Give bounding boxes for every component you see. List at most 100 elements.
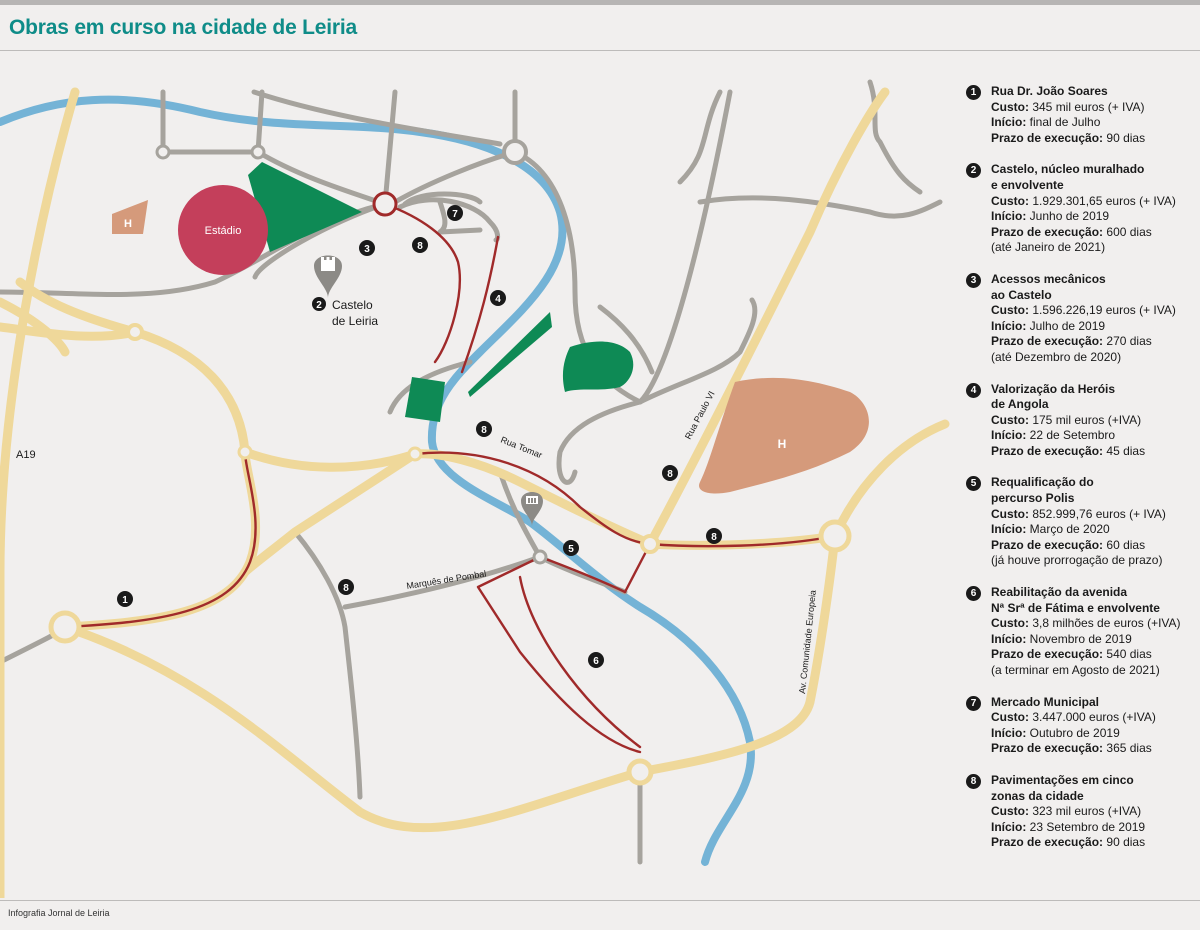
- legend-detail-value: final de Julho: [1026, 115, 1101, 130]
- legend-detail-row: Início: 22 de Setembro: [991, 428, 1196, 444]
- map-marker-7: 7: [447, 205, 463, 221]
- legend-detail-row: Custo: 1.596.226,19 euros (+ IVA): [991, 303, 1196, 319]
- map-marker-2: 2: [312, 297, 326, 311]
- legend-detail-value: Julho de 2019: [1026, 318, 1106, 333]
- legend-detail-row: Custo: 345 mil euros (+ IVA): [991, 100, 1196, 116]
- map-markers: 1 2 3 4 5 6 7 8 8 8 8 8: [117, 205, 722, 668]
- legend-detail-value: 22 de Setembro: [1026, 428, 1116, 443]
- legend-number-badge: 7: [966, 695, 981, 711]
- legend-detail-label: Prazo de execução:: [991, 647, 1104, 662]
- legend-detail-row: Custo: 1.929.301,65 euros (+ IVA): [991, 194, 1196, 210]
- svg-text:2: 2: [316, 300, 322, 311]
- castle-label-line1: Castelo: [332, 298, 373, 312]
- legend-detail-row: Prazo de execução: 365 dias: [991, 741, 1196, 757]
- legend-detail-label: Prazo de execução:: [991, 334, 1104, 349]
- legend-detail-value: 600 dias: [1103, 224, 1152, 239]
- legend-detail-label: Início:: [991, 209, 1027, 224]
- legend-detail-value: 3.447.000 euros (+IVA): [1029, 710, 1156, 725]
- stadium-label: Estádio: [205, 225, 242, 237]
- legend-detail-row: (a terminar em Agosto de 2021): [991, 663, 1196, 679]
- svg-text:3: 3: [364, 244, 370, 255]
- legend-detail-value: 345 mil euros (+ IVA): [1029, 99, 1145, 114]
- legend-item-title: Mercado Municipal: [991, 694, 1100, 709]
- legend-detail-row: (já houve prorrogação de prazo): [991, 553, 1196, 569]
- legend-detail-label: Prazo de execução:: [991, 835, 1104, 850]
- svg-text:4: 4: [495, 294, 501, 305]
- legend-detail-value: 23 Setembro de 2019: [1026, 819, 1146, 834]
- legend-item-title: Rua Dr. João Soares: [991, 84, 1108, 98]
- map-marker-8d: 8: [706, 528, 722, 544]
- castle-pin-icon: [314, 255, 342, 298]
- map-marker-5: 5: [563, 540, 579, 556]
- legend-detail-value: Março de 2020: [1026, 522, 1110, 537]
- legend-detail-row: Prazo de execução: 45 dias: [991, 444, 1196, 460]
- legend-detail-label: Custo:: [991, 506, 1029, 521]
- legend-detail-value: 3,8 milhões de euros (+IVA): [1029, 616, 1181, 631]
- legend-detail-value: (já houve prorrogação de prazo): [991, 553, 1163, 568]
- legend-detail-label: Prazo de execução:: [991, 443, 1104, 458]
- legend-detail-row: Início: Novembro de 2019: [991, 632, 1196, 648]
- river: [0, 95, 755, 866]
- legend-detail-row: Custo: 852.999,76 euros (+ IVA): [991, 507, 1196, 523]
- top-bar: [0, 0, 1200, 5]
- legend-detail-value: Outubro de 2019: [1026, 725, 1120, 740]
- hospital-small: [112, 200, 148, 234]
- legend-detail-row: Início: Junho de 2019: [991, 209, 1196, 225]
- map-marker-4: 4: [490, 290, 506, 306]
- legend-detail-label: Custo:: [991, 99, 1029, 114]
- svg-text:8: 8: [343, 583, 349, 594]
- svg-text:1: 1: [122, 595, 128, 606]
- legend-detail-value: 852.999,76 euros (+ IVA): [1029, 506, 1166, 521]
- legend-detail-label: Início:: [991, 631, 1027, 646]
- svg-text:8: 8: [481, 425, 487, 436]
- legend-detail-label: Início:: [991, 522, 1027, 537]
- legend-number-badge: 3: [966, 272, 981, 288]
- legend-item-title: zonas da cidade: [991, 788, 1084, 803]
- hospital-large: [699, 377, 869, 494]
- market-pin-icon: [521, 492, 543, 526]
- legend-detail-value: 1.929.301,65 euros (+ IVA): [1029, 193, 1176, 208]
- legend-item-title: Reabilitação da avenida: [991, 585, 1128, 600]
- legend-detail-row: Início: Outubro de 2019: [991, 726, 1196, 742]
- legend-detail-label: Prazo de execução:: [991, 741, 1104, 756]
- legend-detail-value: 540 dias: [1103, 647, 1152, 662]
- legend-detail-value: 175 mil euros (+IVA): [1029, 412, 1142, 427]
- map-marker-1: 1: [117, 591, 133, 607]
- legend-detail-value: 90 dias: [1103, 130, 1146, 145]
- stadium: [178, 185, 268, 275]
- a19-label: A19: [16, 449, 36, 461]
- map-marker-8c: 8: [662, 465, 678, 481]
- legend-number-badge: 8: [966, 773, 981, 789]
- legend-detail-row: Custo: 3.447.000 euros (+IVA): [991, 710, 1196, 726]
- legend-detail-row: Prazo de execução: 600 dias: [991, 225, 1196, 241]
- legend-detail-value: 323 mil euros (+IVA): [1029, 804, 1142, 819]
- legend-detail-value: 45 dias: [1103, 443, 1146, 458]
- svg-text:7: 7: [452, 209, 458, 220]
- map-marker-8e: 8: [338, 579, 354, 595]
- legend-detail-row: (até Dezembro de 2020): [991, 350, 1196, 366]
- legend-detail-label: Custo:: [991, 303, 1029, 318]
- legend-item-title: e envolvente: [991, 177, 1064, 192]
- legend-item-title: Pavimentações em cinco: [991, 772, 1134, 787]
- svg-text:8: 8: [417, 241, 423, 252]
- legend-detail-label: Custo:: [991, 616, 1029, 631]
- rua-tomar-label: Rua Tomar: [499, 435, 543, 461]
- legend-detail-row: Início: final de Julho: [991, 115, 1196, 131]
- legend-item-title: Nª Srª de Fátima e envolvente: [991, 600, 1160, 615]
- legend-detail-value: Junho de 2019: [1026, 209, 1110, 224]
- legend-item-title: Acessos mecânicos: [991, 271, 1106, 286]
- legend-detail-row: Prazo de execução: 90 dias: [991, 131, 1196, 147]
- legend-item-title: percurso Polis: [991, 491, 1075, 506]
- legend-detail-label: Prazo de execução:: [991, 130, 1104, 145]
- legend-detail-label: Prazo de execução:: [991, 537, 1104, 552]
- legend-detail-label: Custo:: [991, 412, 1029, 427]
- svg-text:5: 5: [568, 544, 574, 555]
- green-areas: [248, 162, 634, 422]
